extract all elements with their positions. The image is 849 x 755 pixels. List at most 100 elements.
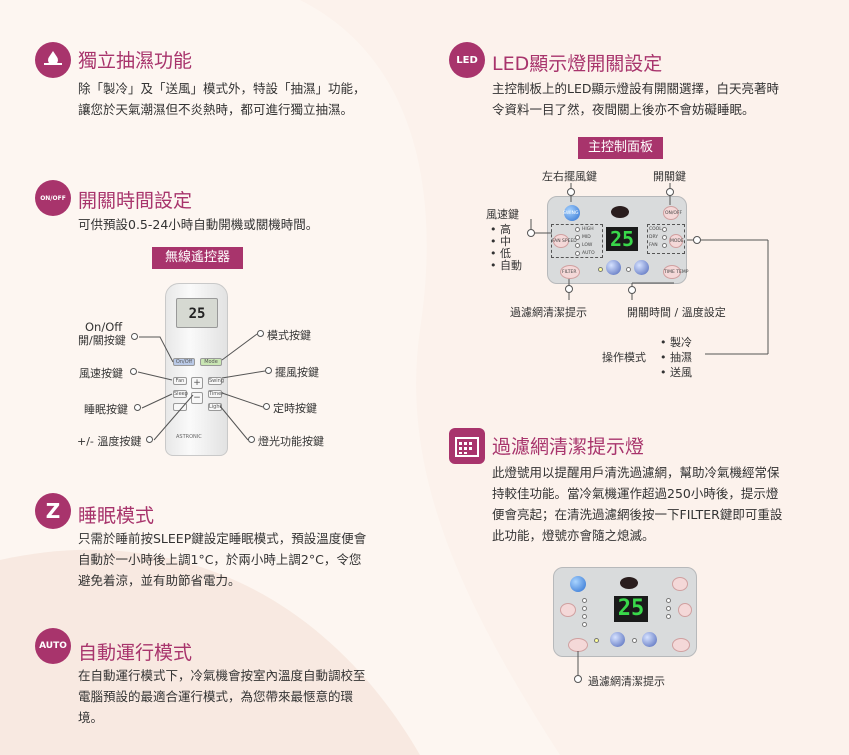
panel-filter-hint-label: 過濾網清潔提示 bbox=[510, 306, 587, 319]
p2-center-led bbox=[632, 638, 637, 643]
remote-tag: 無線遙控器 bbox=[152, 247, 243, 269]
led-title: LED顯示燈開關設定 bbox=[492, 53, 663, 75]
led-dry bbox=[662, 235, 667, 240]
panel2-filter-button bbox=[568, 638, 588, 652]
sleep-body: 只需於睡前按SLEEP鍵設定睡眠模式，預設溫度便會自動於一小時後上調1°C，於兩… bbox=[78, 531, 367, 588]
panel2-display: 25 bbox=[614, 596, 648, 622]
p2-led-5 bbox=[666, 598, 671, 603]
mode-dry-text: 抽濕 bbox=[670, 351, 692, 364]
p2-filter-led bbox=[594, 638, 599, 643]
led-cool bbox=[662, 227, 667, 232]
filter-title: 過濾網清潔提示燈 bbox=[492, 436, 645, 458]
panel2-ir-window bbox=[620, 577, 638, 589]
timer-body: 可供預設0.5-24小時自動開機或關機時間。 bbox=[78, 217, 319, 232]
panel2-timer-temp-button bbox=[672, 638, 690, 652]
mode-dry: • 抽濕 bbox=[660, 351, 692, 364]
fan-level-auto-text: 自動 bbox=[500, 259, 522, 272]
p2-led-7 bbox=[666, 614, 671, 619]
on-off-icon-text: ON/OFF bbox=[40, 194, 66, 202]
panel-display: 25 bbox=[606, 227, 638, 251]
remote-light-label: 燈光功能按鍵 bbox=[258, 435, 324, 448]
panel-swing-button bbox=[564, 205, 580, 221]
p2-led-1 bbox=[582, 598, 587, 603]
panel-fan-speed-text: FAN SPEED bbox=[552, 239, 577, 244]
dehumidify-icon bbox=[35, 42, 71, 78]
on-off-clock-icon: ON/OFF bbox=[35, 180, 71, 216]
panel-ir-window bbox=[611, 206, 629, 218]
remote-mode-label: 模式按鍵 bbox=[267, 329, 311, 342]
led-fan bbox=[662, 243, 667, 248]
panel2-mode-button bbox=[678, 603, 692, 617]
sleep-icon-text: Z bbox=[45, 499, 61, 523]
p2-led-3 bbox=[582, 614, 587, 619]
opt-low: LOW bbox=[582, 243, 593, 248]
dehumidify-title: 獨立抽濕功能 bbox=[78, 50, 193, 72]
remote-timer-button: Timer bbox=[208, 390, 224, 398]
remote-sleep-label: 睡眠按鍵 bbox=[84, 403, 128, 416]
fan-speed-box bbox=[551, 224, 603, 258]
fan-level-high-text: 高 bbox=[500, 223, 511, 236]
opt-high: HIGH bbox=[582, 227, 594, 232]
filter-led bbox=[598, 267, 603, 272]
callout-dot bbox=[265, 367, 272, 374]
p2-led-2 bbox=[582, 606, 587, 611]
remote-temp-label: +/- 溫度按鍵 bbox=[77, 435, 142, 448]
p2-led-6 bbox=[666, 606, 671, 611]
panel-swing-label: 左右擺風鍵 bbox=[542, 170, 597, 183]
remote-onoff-button: On/Off bbox=[173, 358, 195, 366]
remote-sleep-button: Sleep bbox=[173, 390, 188, 398]
panel-tag: 主控制面板 bbox=[578, 137, 663, 159]
panel-onoff-text: ON/OFF bbox=[665, 211, 683, 216]
remote-blank-button bbox=[173, 403, 187, 411]
remote-display: 25 bbox=[176, 298, 218, 328]
panel-timer-temp-label: 開關時間 / 溫度設定 bbox=[627, 306, 726, 319]
fan-level-low-text: 低 bbox=[500, 247, 511, 260]
p2-led-4 bbox=[582, 622, 587, 627]
remote-control: 25 On/Off Mode Fan + Swing Sleep − Timer… bbox=[165, 283, 228, 456]
remote-timer-label: 定時按鍵 bbox=[273, 402, 317, 415]
remote-swing-label: 擺風按鍵 bbox=[275, 366, 319, 379]
opt-fan: FAN bbox=[649, 243, 658, 248]
remote-onoff-label-zh: 開/關按鍵 bbox=[78, 334, 126, 347]
mode-fan: • 送風 bbox=[660, 366, 692, 379]
panel2-swing-button bbox=[570, 576, 586, 592]
fan-level-high: • 高 bbox=[490, 223, 511, 236]
opt-mid: MID bbox=[582, 235, 591, 240]
led-auto bbox=[575, 251, 580, 256]
mode-box bbox=[647, 224, 685, 254]
panel-mode-label: 操作模式 bbox=[602, 351, 646, 364]
led-icon: LED bbox=[449, 42, 485, 78]
mode-fan-text: 送風 bbox=[670, 366, 692, 379]
panel-swing-text: SWING bbox=[563, 211, 579, 216]
panel2-down-button bbox=[610, 632, 625, 647]
sleep-icon: Z bbox=[35, 493, 71, 529]
panel-filter-text: FILTER bbox=[562, 270, 577, 275]
filter-body: 此燈號用以提醒用戶清洗過濾網，幫助冷氣機經常保持較佳功能。當冷氣機運作超過250… bbox=[492, 465, 783, 543]
control-panel-2: 25 bbox=[553, 567, 697, 657]
led-icon-text: LED bbox=[456, 54, 478, 66]
panel2-fan-speed-button bbox=[560, 603, 576, 617]
panel-fan-speed-button bbox=[553, 234, 569, 248]
callout-dot bbox=[263, 403, 270, 410]
fan-level-mid-text: 中 bbox=[500, 235, 511, 248]
panel-onoff-button bbox=[663, 206, 679, 220]
callout-dot bbox=[131, 333, 138, 340]
remote-plus-button: + bbox=[191, 377, 203, 389]
remote-onoff-label-en: On/Off bbox=[85, 320, 123, 334]
panel-filter-button bbox=[560, 265, 580, 279]
callout-dot bbox=[257, 330, 264, 337]
remote-fan-button: Fan bbox=[173, 377, 187, 385]
remote-mode-button: Mode bbox=[200, 358, 222, 366]
remote-brand: ASTRONIC bbox=[176, 434, 202, 440]
callout-dot bbox=[248, 436, 255, 443]
mode-cool: • 製冷 bbox=[660, 336, 692, 349]
remote-light-button: Light bbox=[208, 403, 222, 411]
led-body: 主控制板上的LED顯示燈設有開關選擇，白天亮著時令資料一目了然，夜間關上後亦不會… bbox=[492, 81, 779, 117]
mode-cool-text: 製冷 bbox=[670, 336, 692, 349]
auto-body: 在自動運行模式下，冷氣機會按室內溫度自動調校至電腦預設的最適合運行模式，為您帶來… bbox=[78, 668, 366, 725]
filter-calendar-icon bbox=[449, 428, 485, 464]
auto-icon-text: AUTO bbox=[39, 641, 67, 651]
panel-mode-text: MODE bbox=[670, 239, 684, 244]
led-low bbox=[575, 243, 580, 248]
panel-timer-temp-button bbox=[663, 265, 681, 279]
